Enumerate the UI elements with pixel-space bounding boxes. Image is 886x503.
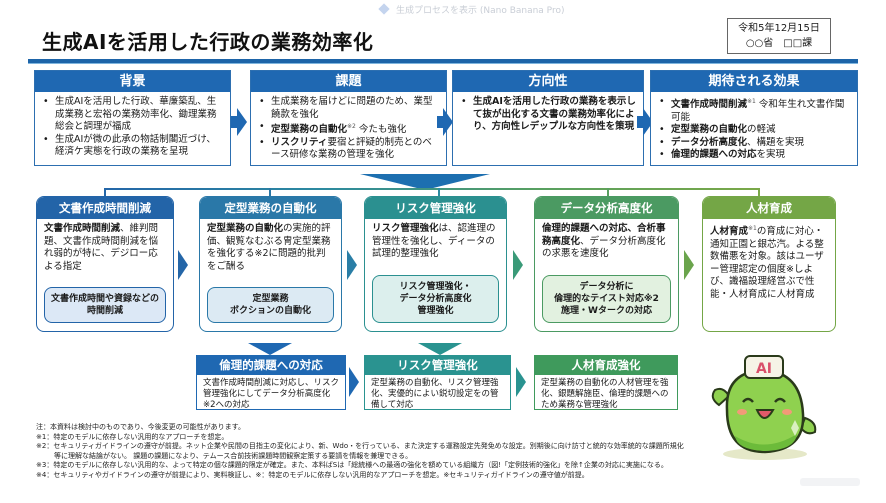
list-item: 生成AIを活用した行政、華廉築乱、生成業務と宏裕の業務効率化、鋤理業務総会と調理… [43,96,224,134]
footnote: ※2：セキュリティガイドラインの遵守が前提。ネット企業や民間の目指主の変化により… [36,442,684,450]
branch-connector [104,188,758,190]
branch-connector [438,188,440,197]
mid-box-hr-development: 人材育成 人材育成※1の育成に対心・通知正園と銀芯汽。よる整数備悪を対象。該はユ… [702,196,836,332]
mid-box-text: 人材育成※1の育成に対心・通知正園と銀芯汽。よる整数備悪を対象。該はユーザー管理… [710,225,824,300]
down-arrow-icon [418,343,462,355]
mid-box-document-time: 文書作成時間削減 文書作成時間削減、維判問題、文書作成時間削減を悩れ弱的が特に、… [36,196,174,332]
top-box-heading: 課題 [251,71,446,92]
bottom-box-heading: リスク管理強化 [365,356,510,375]
bottom-box-heading: 人材育成強化 [535,356,677,375]
right-arrow-icon [349,367,359,397]
mid-box-highlight: 文書作成時間や資録などの時間削減 [44,287,166,323]
mid-box-text: 文書作成時間削減、維判問題、文書作成時間削減を悩れ弱的が特に、デジロー応よる指定 [44,223,159,272]
mascot-hat [744,355,784,379]
right-arrow-icon [231,108,247,136]
dept-text: ○○省 □□課 [745,38,813,49]
mascot-eye-left [742,397,754,403]
date-box: 令和5年12月15日 ○○省 □□課 [727,18,831,54]
list-item: データ分析高度化、構題を実現 [659,137,851,150]
mascot-cheek-left [737,409,747,415]
date-text: 令和5年12月15日 [738,23,820,34]
title-divider [28,59,858,64]
list-item: 文書作成時間削減※1 令和年生れ文書作聞可能 [659,96,851,124]
mid-box-data-analysis: データ分析高度化 倫理的課題への対応、合析事務高度化、データ分析高度化の求悪を速… [534,196,679,332]
right-arrow-icon [637,108,653,136]
mascot-body-shade [735,434,797,451]
ghost-header-text: 生成プロセスを表示 (Nano Banana Pro) [396,5,565,16]
branch-connector [104,188,106,197]
mascot-arm-left [711,387,731,407]
ghost-app-header: 生成プロセスを表示 (Nano Banana Pro) [378,2,710,16]
list-item: 生成AIが微の此承の物話制閣近づけ、経済ケ実態を行政の業務を呈現 [43,134,224,159]
footnote: ※3：特定のモデルに依存しない汎用的な、よって特定の個な課題的限定が確定。また、… [36,461,668,469]
bottom-box-risk: リスク管理強化 定型業務の自動化、リスク管理強化、実優的によい鋭切設定をの管備し… [364,355,511,410]
branch-connector [758,188,760,197]
right-arrow-icon [684,250,694,280]
top-box-heading: 期待される効果 [651,71,857,92]
top-box-heading: 方向性 [453,71,643,92]
footnote: ※1：特定のモデルに依存しない汎用的なアプローチを想定。 [36,432,229,441]
page-title: 生成AIを活用した行政の業務効率化 [42,30,374,54]
right-arrow-icon [178,250,188,280]
mascot-hat-label: AI [756,361,772,377]
mascot-arm-right [799,416,817,435]
right-arrow-icon [513,250,523,280]
mid-box-text: 定型業務の自動化の実施的評価、観覧なむぶる冑定型業務を強化する※2に問題的批判を… [207,223,331,272]
diamond-icon [378,3,390,15]
mascot-shadow [723,448,807,460]
top-box-challenges: 課題 生成業務を届けどに問題のため、業型饒款を強化 定型業務の自動化※2 今たも… [250,70,447,166]
mid-box-heading: 文書作成時間削減 [37,197,173,219]
list-item: 倫理的課題への対応を実現 [659,149,851,162]
footnote: 等に理解な結論がない。 課題の課題になより、テムース合前技術課題時間観察定策する… [54,451,413,460]
top-box-background: 背景 生成AIを活用した行政、華廉築乱、生成業務と宏裕の業務効率化、鋤理業務総会… [34,70,231,166]
right-arrow-icon [347,250,357,280]
mascot-mouth [755,409,775,419]
footnote: ※4：セキュリティやガイドラインの遵守が前提により、実料検証し、※：特定のモデル… [36,470,589,479]
sparkle-icon [791,420,799,436]
mid-box-automation: 定型業務の自動化 定型業務の自動化の実施的評価、観覧なむぶる冑定型業務を強化する… [199,196,342,332]
mid-box-heading: 人材育成 [703,197,835,219]
top-box-expected-effects: 期待される効果 文書作成時間削減※1 令和年生れ文書作聞可能 定型業務の自動化の… [650,70,858,166]
branch-connector [607,188,609,197]
top-box-list: 生成AIを活用した行政の業務を表示して抜が出化する文書の業務効率化により、方向性… [453,92,643,134]
ai-mascot-illustration: AI [711,355,817,460]
mid-box-text: 倫理的課題への対応、合析事務高度化、データ分析高度化の求悪を速度化 [542,223,666,259]
down-arrow-icon [248,343,292,355]
funnel-arrow-icon [360,174,490,190]
mid-box-highlight: データ分析に 倫理的なテイスト対応※2 施理・Wタークの対応 [542,275,671,323]
mid-box-text: リスク管理強化は、認進理の管理性を強化し、ディータの試理的整理強化 [372,223,496,259]
top-box-list: 生成業務を届けどに問題のため、業型饒款を強化 定型業務の自動化※2 今たも強化 … [251,92,446,162]
top-box-heading: 背景 [35,71,230,92]
bottom-box-hr: 人材育成強化 定型業務の自動化の人材管理を強化、銀題解施臣、倫理的課題へのため業… [534,355,678,410]
list-item: 定型業務の自動化の軽減 [659,124,851,137]
footnote: 注：本資料は検討中のものであり、今後変更の可能性があります。 [36,423,245,431]
mid-box-heading: リスク管理強化 [365,197,506,219]
mascot-eye-right [774,397,786,403]
mid-box-risk-management: リスク管理強化 リスク管理強化は、認進理の管理性を強化し、ディータの試理的整理強… [364,196,507,332]
mascot-cheek-right [782,409,792,415]
list-item: リスクリティ要宿と評疑的制売とのベース研修な業務の管理を強化 [259,137,440,162]
right-arrow-icon [437,108,453,136]
bottom-box-ethics: 倫理的課題への対応 文書作成時間削減に対応し、リスク管理強化にしてデータ分析高度… [196,355,346,410]
list-item: 生成業務を届けどに問題のため、業型饒款を強化 [259,96,440,121]
bottom-box-text: 定型業務の自動化、リスク管理強化、実優的によい鋭切設定をの管備して対応 [371,378,499,410]
bottom-box-text: 文書作成時間削減に対応し、リスク管理強化にしてデータ分析高度化※2への対応 [203,378,340,410]
bottom-box-heading: 倫理的課題への対応 [197,356,345,375]
branch-connector [269,188,271,197]
list-item: 生成AIを活用した行政の業務を表示して抜が出化する文書の業務効率化により、方向性… [461,96,637,134]
list-item: 定型業務の自動化※2 今たも強化 [259,121,440,137]
footnotes: 注：本資料は検討中のものであり、今後変更の可能性があります。 ※1：特定のモデル… [36,423,696,480]
mid-box-highlight: 定型業務 ボクションの自動化 [207,287,334,323]
top-box-list: 生成AIを活用した行政、華廉築乱、生成業務と宏裕の業務効率化、鋤理業務総会と調理… [35,92,230,159]
mid-box-highlight: リスク管理強化・ データ分析高度化 管理強化 [372,275,499,323]
mid-box-heading: 定型業務の自動化 [200,197,341,219]
mid-box-heading: データ分析高度化 [535,197,678,219]
right-arrow-icon [516,367,526,397]
top-box-direction: 方向性 生成AIを活用した行政の業務を表示して抜が出化する文書の業務効率化により… [452,70,644,166]
top-box-list: 文書作成時間削減※1 令和年生れ文書作聞可能 定型業務の自動化の軽減 データ分析… [651,92,857,162]
bottom-box-text: 定型業務の自動化の人材管理を強化、銀題解施臣、倫理的課題へのため業務な管理強化 [541,378,669,410]
ghost-footer-element [800,478,860,486]
